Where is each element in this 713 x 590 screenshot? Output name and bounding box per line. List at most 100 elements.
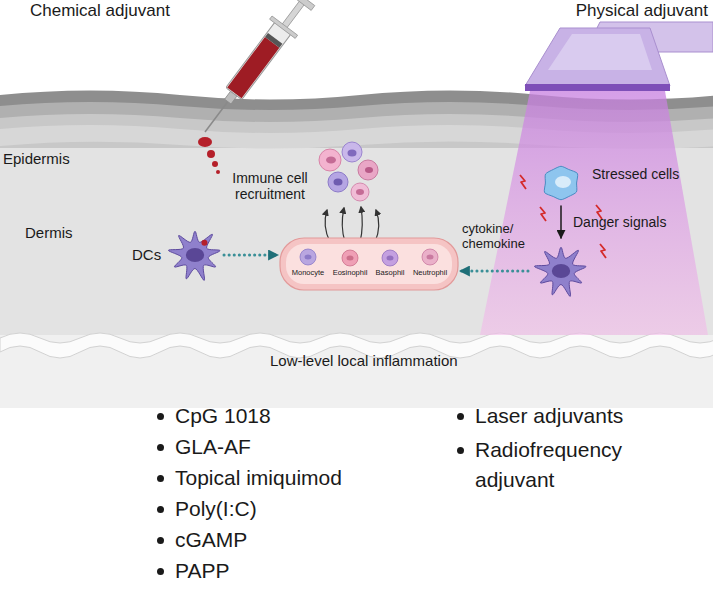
adjuvant-list-item: PAPP — [175, 559, 229, 583]
recruitment-arrows — [325, 210, 330, 242]
process-label: Immune cell recruitment — [226, 170, 314, 202]
adjuvant-list-item: Radiofrequency adjuvant — [475, 435, 690, 495]
layer-label: Epidermis — [3, 150, 70, 167]
stressed-cell-shape — [535, 162, 587, 204]
cell-type-label: Basophil — [376, 269, 405, 278]
cell-label: cytokine/ chemokine — [462, 222, 528, 252]
bullet-dot — [157, 444, 164, 451]
dendritic-cell-body — [534, 247, 586, 296]
danger-bolts — [540, 207, 546, 221]
cell-nucleus — [427, 255, 434, 260]
blood-cell — [382, 250, 398, 266]
adjuvant-list-item: Topical imiquimod — [175, 466, 342, 490]
recruited-immune-cells — [334, 179, 343, 186]
laser-beam — [480, 91, 708, 335]
dendritic-cell-shape — [530, 240, 592, 302]
blood-cell — [422, 249, 438, 265]
vessel-lumen — [286, 244, 452, 284]
blood-cell — [300, 249, 316, 265]
bullet-dot — [157, 568, 164, 575]
recruited-immune-cells — [351, 183, 369, 201]
blood-cell — [342, 250, 358, 266]
stressed-cell-body — [544, 166, 577, 199]
recruited-immune-cells — [365, 167, 373, 173]
adjuvant-droplets — [198, 137, 220, 174]
adjuvant-droplets — [198, 137, 212, 147]
antigen-dot — [201, 240, 207, 246]
skin-layers — [0, 91, 713, 409]
adjuvant-list-item: Poly(I:C) — [175, 497, 257, 521]
stressed-cell-body — [544, 166, 577, 199]
laser-device — [525, 28, 670, 86]
syringe — [292, 0, 315, 10]
recruited-immune-cells — [356, 189, 364, 195]
recruitment-arrows — [360, 207, 362, 242]
bullet-dot — [157, 506, 164, 513]
dendritic-cell: cytokine/ chemokine — [530, 240, 592, 302]
recruited-immune-cells — [342, 142, 362, 162]
bullet-dot — [157, 413, 164, 420]
syringe — [227, 37, 279, 98]
cell-type-label: Eosinophil — [333, 269, 368, 278]
vessel-wall — [280, 238, 458, 290]
recruited-immune-cells — [326, 157, 336, 164]
recruited-immune-cells — [328, 172, 348, 192]
dendritic-cell-body — [534, 247, 586, 296]
adjuvant-list-item: cGAMP — [175, 528, 247, 552]
blood-vessel-shape — [280, 238, 458, 290]
adjuvant-list-item: Laser adjuvants — [475, 404, 623, 428]
recruited-immune-cells — [348, 150, 357, 157]
bullet-dot — [457, 413, 464, 420]
danger-bolts — [520, 175, 526, 189]
signal-arrow — [460, 270, 528, 273]
adjuvant-list-item: GLA-AF — [175, 435, 251, 459]
cell-label: Stressed cells — [592, 166, 679, 182]
cell-nucleus — [552, 264, 570, 278]
layer-label: Dermis — [25, 224, 73, 241]
cell-nucleus — [186, 248, 204, 262]
laser-device — [525, 84, 670, 91]
recruitment-arrows — [325, 207, 379, 242]
adjuvant-list-item: CpG 1018 — [175, 404, 271, 428]
adjuvant-droplets — [216, 170, 220, 174]
laser-device — [548, 34, 652, 70]
dendritic-cell-body — [168, 231, 220, 280]
cell-type-label: Monocyte — [292, 269, 325, 278]
bullet-dot — [157, 475, 164, 482]
recruited-immune-cells — [319, 149, 341, 171]
syringe — [192, 0, 318, 142]
recruitment-arrows — [375, 210, 379, 242]
blood-vessel: Monocyte Eosinophil Basophil Neutrophil — [280, 238, 458, 290]
syringe — [270, 16, 298, 38]
process-label: Low-level local inflammation — [270, 352, 458, 369]
syringe — [226, 22, 291, 100]
dendritic-cell: DCs — [132, 222, 222, 288]
cell-type-label: Neutrophil — [413, 269, 447, 278]
laser-beam — [480, 91, 708, 335]
recruited-immune-cells — [319, 142, 378, 201]
danger-bolts — [600, 244, 606, 258]
adjuvant-droplets — [207, 150, 215, 158]
danger-arrow — [560, 206, 562, 238]
syringe — [205, 100, 229, 132]
cell-nucleus — [347, 256, 354, 261]
laser-device — [525, 22, 713, 91]
stressed-cell: Stressed cells — [535, 162, 587, 204]
cell-nucleus — [387, 256, 394, 261]
adjuvant-droplets — [212, 161, 218, 167]
signal-arrow — [224, 254, 278, 257]
edge-label: Danger signals — [573, 214, 666, 230]
cell-nucleus — [305, 255, 312, 260]
bullet-dot — [457, 447, 464, 454]
dendritic-cell-body — [168, 231, 220, 280]
syringe — [265, 33, 282, 48]
recruitment-arrows — [342, 208, 345, 242]
cell-nucleus — [555, 176, 571, 188]
cell-label: DCs — [132, 246, 161, 263]
